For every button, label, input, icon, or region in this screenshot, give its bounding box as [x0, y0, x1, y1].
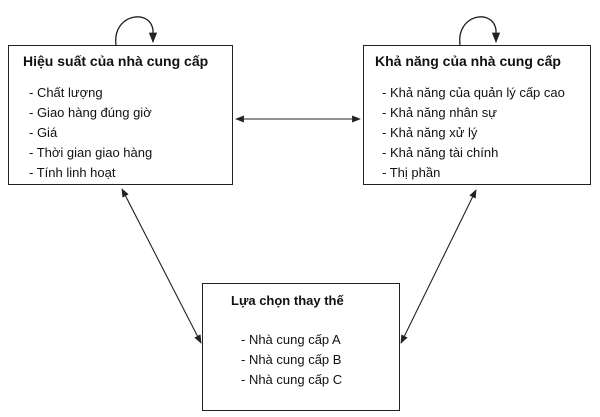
list-item: - Giá — [29, 125, 58, 140]
alternatives-title: Lựa chọn thay thế — [231, 293, 344, 308]
self-loop-capability — [459, 16, 501, 46]
list-item: - Khả năng nhân sự — [382, 105, 497, 120]
supplier-performance-title: Hiệu suất của nhà cung cấp — [23, 53, 209, 69]
alternatives-box: Lựa chọn thay thế - Nhà cung cấp A - Nhà… — [202, 283, 400, 411]
list-item: - Nhà cung cấp A — [241, 332, 341, 347]
supplier-performance-box: Hiệu suất của nhà cung cấp - Chất lượng … — [8, 45, 233, 185]
list-item: - Chất lượng — [29, 85, 103, 100]
list-item: - Tính linh hoạt — [29, 165, 116, 180]
list-item: - Khả năng của quản lý cấp cao — [382, 85, 565, 100]
list-item: - Khả năng xử lý — [382, 125, 478, 140]
list-item: - Giao hàng đúng giờ — [29, 105, 152, 120]
edge-capability-alternatives — [400, 189, 477, 344]
list-item: - Nhà cung cấp C — [241, 372, 343, 387]
supplier-performance-list: - Chất lượng - Giao hàng đúng giờ - Giá … — [29, 83, 152, 183]
list-item: - Khả năng tài chính — [382, 145, 499, 160]
edge-performance-alternatives — [121, 188, 202, 344]
list-item: - Thời gian giao hàng — [29, 145, 153, 160]
list-item: - Thị phần — [382, 165, 441, 180]
supplier-capability-list: - Khả năng của quản lý cấp cao - Khả năn… — [382, 83, 565, 183]
supplier-capability-box: Khả năng của nhà cung cấp - Khả năng của… — [363, 45, 591, 185]
list-item: - Nhà cung cấp B — [241, 352, 342, 367]
self-loop-performance — [115, 16, 158, 46]
alternatives-list: - Nhà cung cấp A - Nhà cung cấp B - Nhà … — [241, 330, 342, 390]
supplier-capability-title: Khả năng của nhà cung cấp — [375, 53, 561, 69]
